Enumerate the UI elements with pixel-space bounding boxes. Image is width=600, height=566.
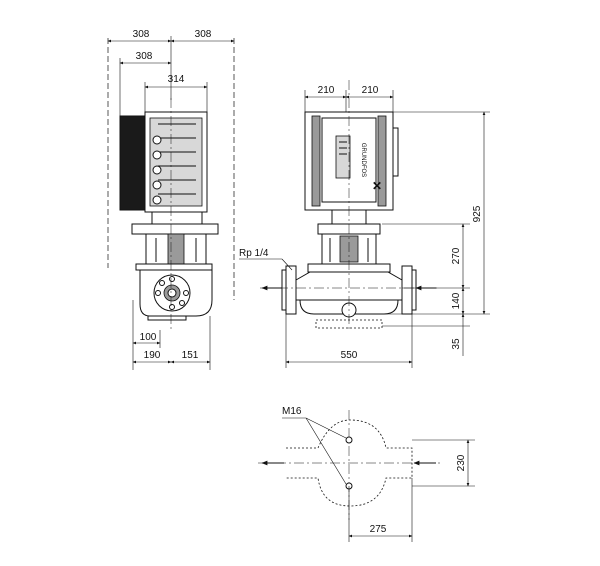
- side-view: 308 308 308 314: [107, 29, 235, 370]
- outlet-flange: [401, 265, 413, 315]
- dim-motor-width: 314: [168, 74, 185, 85]
- dim-base-left: 190: [144, 350, 161, 361]
- dim-side-width-right: 308: [195, 29, 212, 40]
- dim-bolt-depth: 230: [456, 454, 467, 471]
- dim-base-height: 35: [451, 338, 462, 350]
- dim-half-width-left: 210: [318, 85, 335, 96]
- dim-base-right: 151: [182, 350, 199, 361]
- bolt-label: M16: [282, 406, 302, 417]
- dim-side-width-left: 308: [133, 29, 150, 40]
- dim-bolt-width: 275: [370, 524, 387, 535]
- dim-port-to-port: 550: [341, 350, 358, 361]
- front-view: 210 210 GRUNDFOS ✕: [239, 80, 490, 368]
- cooling-fins: [158, 123, 196, 195]
- base-view: M16 230 275: [258, 406, 475, 542]
- brand-x-logo: ✕: [372, 179, 382, 193]
- dim-side-width-left-inner: 308: [136, 51, 153, 62]
- gauge-thread-label: Rp 1/4: [239, 248, 269, 259]
- dim-center-to-base: 140: [451, 292, 462, 309]
- inlet-flange: [285, 265, 297, 315]
- dim-center-to-top: 270: [451, 247, 462, 264]
- cable-glands: [152, 135, 162, 205]
- dim-total-height: 925: [472, 205, 483, 222]
- base-outline: [286, 419, 413, 507]
- display-window: [335, 135, 351, 179]
- dim-flange-offset: 100: [140, 332, 157, 343]
- brand-label: GRUNDFOS: [360, 143, 366, 177]
- dim-half-width-right: 210: [362, 85, 379, 96]
- adapter-flange: [131, 223, 219, 235]
